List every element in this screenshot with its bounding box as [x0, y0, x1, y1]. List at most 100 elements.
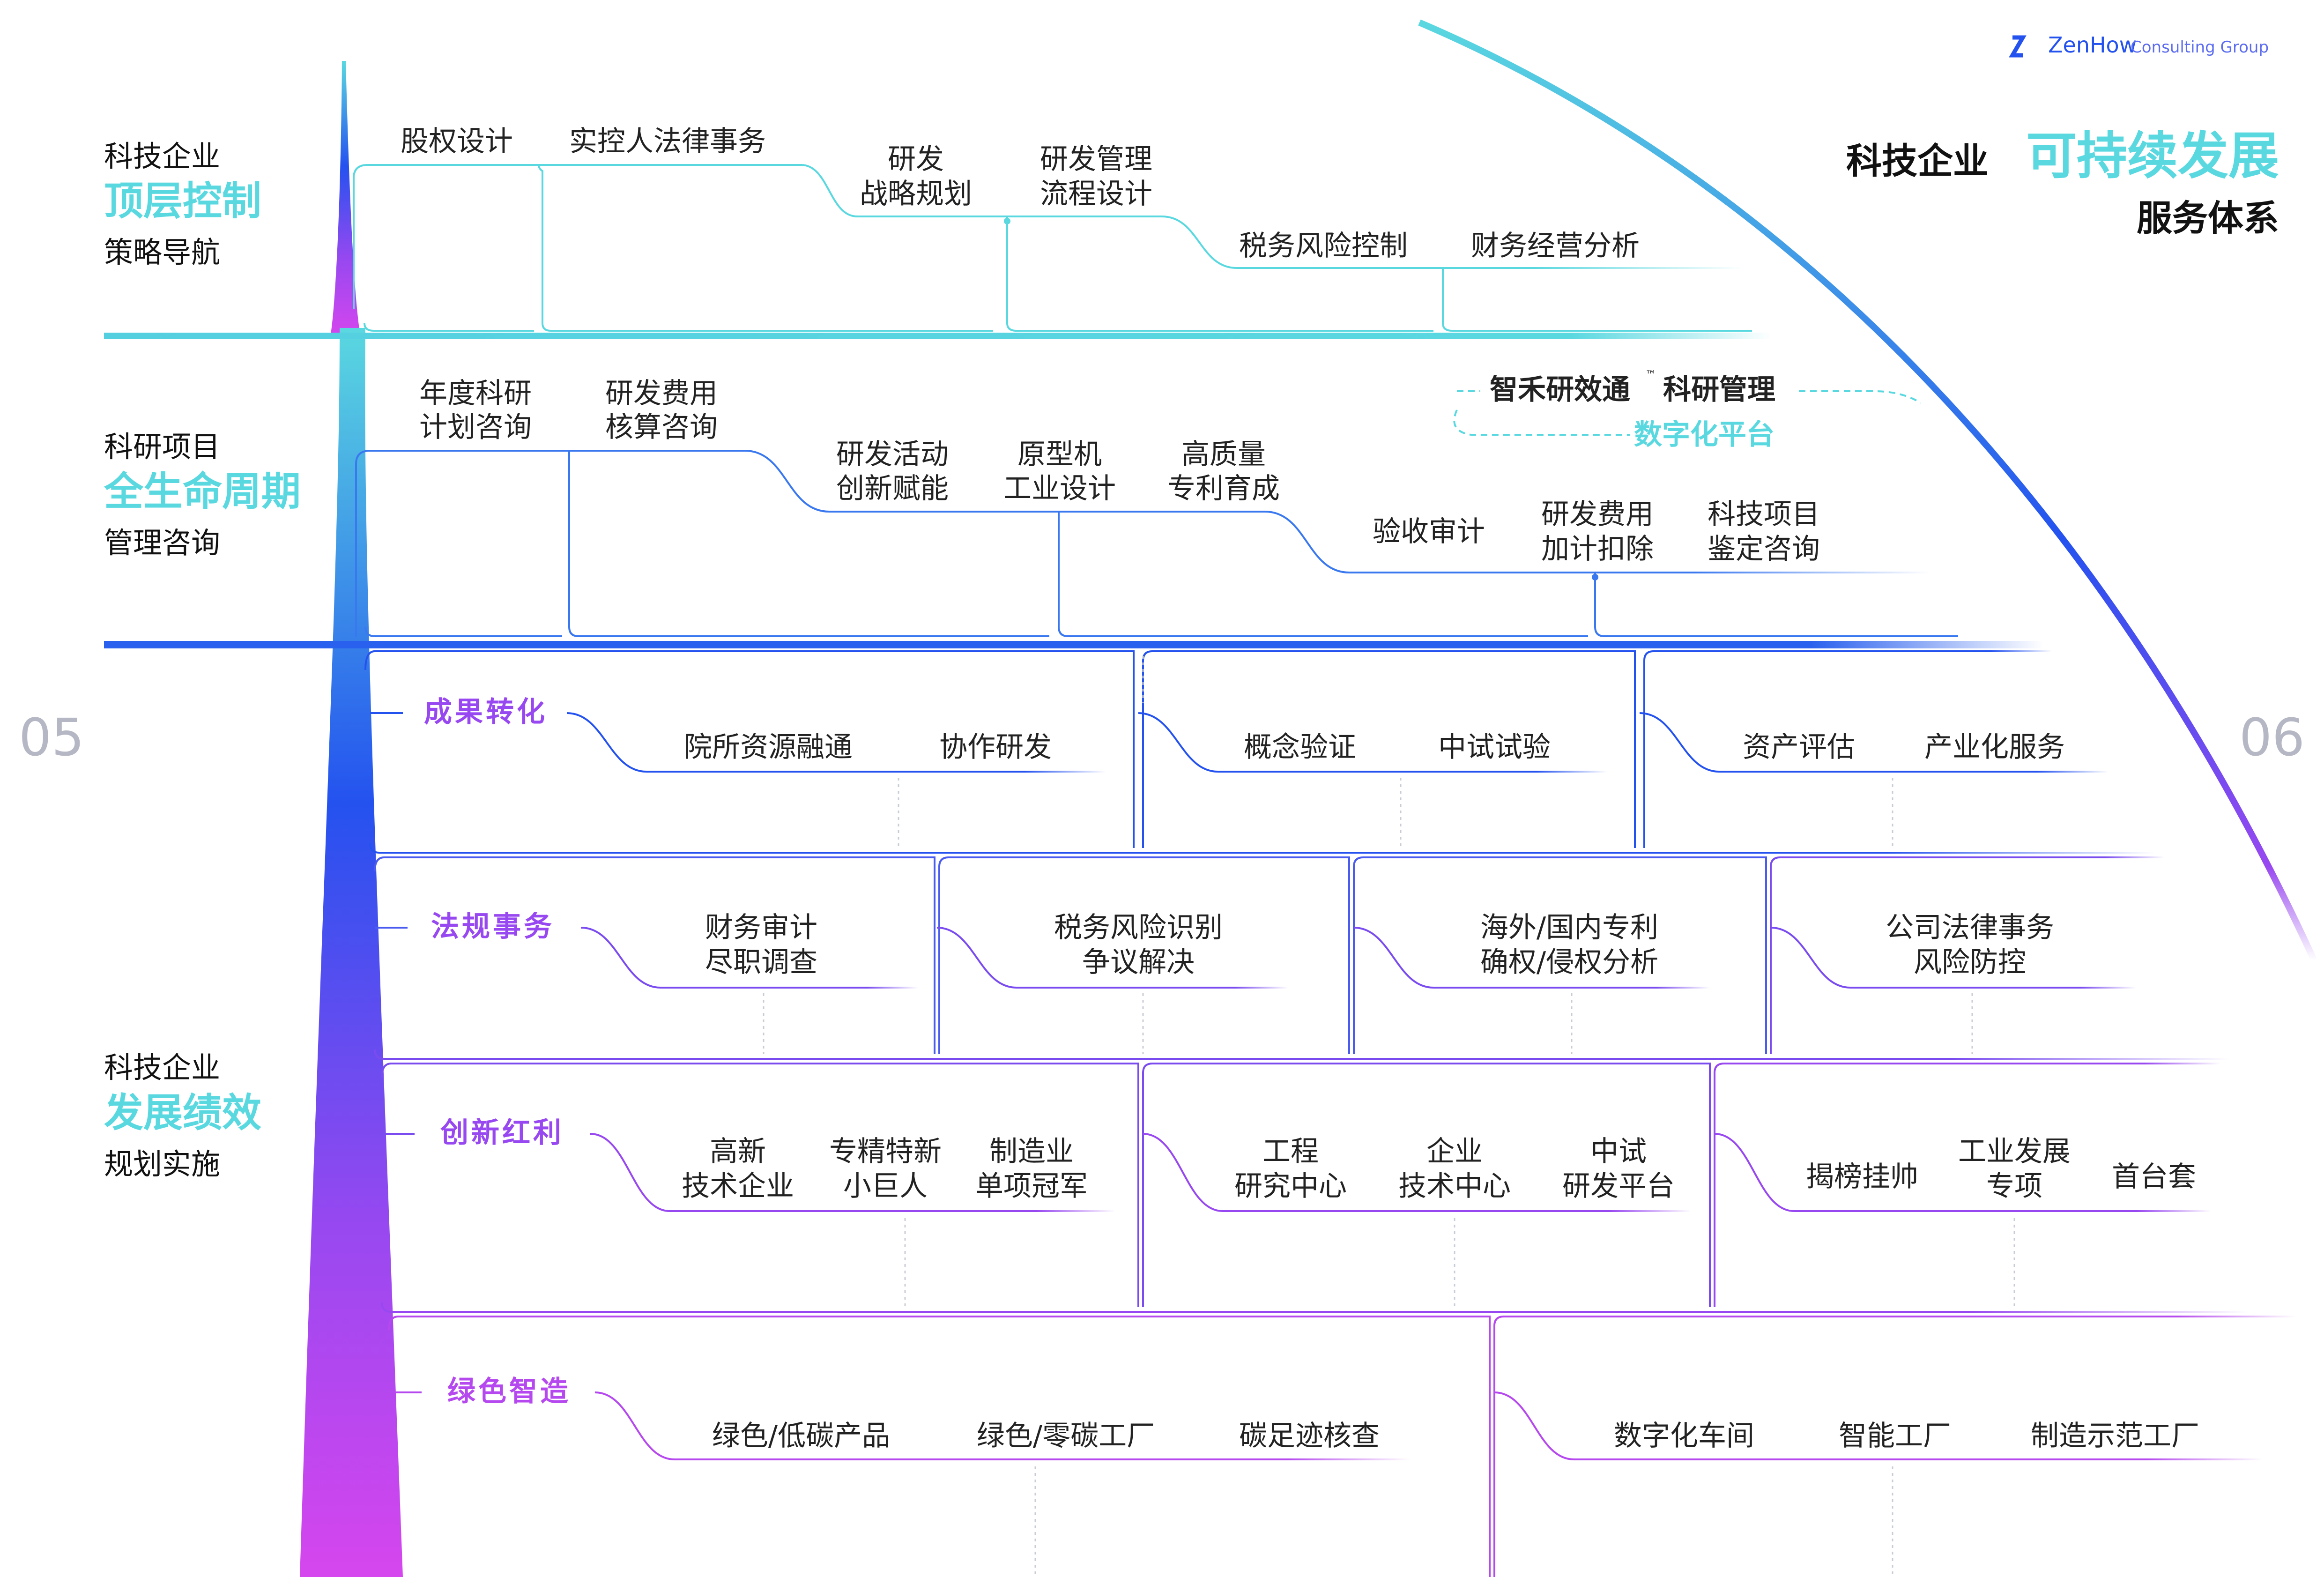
platform-callout-lines: [1453, 390, 1922, 436]
svg-text:科技企业: 科技企业: [104, 139, 220, 173]
platform-suffix: 科研管理: [1663, 373, 1775, 406]
mid-item: 创新赋能: [836, 472, 949, 505]
perf-item: 小巨人: [843, 1170, 928, 1203]
perf-label: 成果转化: [424, 696, 548, 729]
top-items: 股权设计 实控人法律事务 研发 战略规划 研发管理 流程设计 税务风险控制 财务…: [401, 125, 1640, 262]
perf-item: 高新: [710, 1135, 766, 1168]
perf-item: 概念验证: [1244, 731, 1356, 764]
title-prefix: 科技企业: [1846, 140, 1989, 182]
title-suffix: 服务体系: [2137, 197, 2279, 239]
platform-name: 智禾研效通: [1490, 373, 1630, 406]
perf-item: 智能工厂: [1839, 1420, 1951, 1452]
mid-item: 研发费用: [1541, 498, 1654, 531]
perf-item: 企业: [1426, 1135, 1483, 1168]
perf-item: 院所资源融通: [684, 731, 853, 764]
mid-item: 年度科研: [419, 377, 532, 410]
perf-item: 财务审计: [705, 911, 817, 944]
mid-item: 科技项目: [1708, 498, 1820, 531]
top-item: 流程设计: [1040, 178, 1152, 210]
perf-item: 数字化车间: [1614, 1420, 1754, 1452]
perf-row-1-items: 院所资源融通 协作研发 概念验证 中试试验 资产评估 产业化服务: [684, 731, 2065, 764]
svg-text:策略导航: 策略导航: [104, 235, 220, 269]
brand-logo[interactable]: ZenHow Consulting Group: [2009, 32, 2269, 58]
top-item: 税务风险控制: [1239, 230, 1408, 262]
section-label-3: 科技企业 发展绩效 规划实施: [104, 1050, 261, 1181]
top-item: 研发: [888, 143, 944, 176]
perf-item: 资产评估: [1743, 731, 1855, 764]
perf-item: 制造业: [989, 1135, 1074, 1168]
mid-item: 工业设计: [1003, 472, 1116, 505]
perf-item: 碳足迹核查: [1239, 1420, 1380, 1452]
perf-row-4-lines: [388, 1316, 2295, 1577]
mid-item: 专利育成: [1167, 472, 1280, 505]
platform-callout[interactable]: 智禾研效通 ™ 科研管理 数字化平台: [1490, 368, 1775, 451]
mid-item: 研发活动: [836, 438, 949, 471]
svg-text:管理咨询: 管理咨询: [104, 526, 220, 560]
perf-item: 专项: [1986, 1170, 2042, 1203]
platform-tm: ™: [1645, 368, 1656, 381]
mid-item: 核算咨询: [605, 411, 718, 444]
perf-item: 绿色/低碳产品: [712, 1420, 890, 1452]
mid-item: 研发费用: [605, 377, 718, 410]
perf-label: 法规事务: [431, 910, 555, 943]
top-item: 战略规划: [860, 178, 972, 210]
perf-item: 研究中心: [1234, 1170, 1347, 1203]
mid-item: 验收审计: [1373, 515, 1485, 548]
platform-sub: 数字化平台: [1634, 418, 1775, 451]
perf-item: 中试: [1590, 1135, 1647, 1168]
mid-item: 加计扣除: [1541, 533, 1654, 565]
page-number-right: 06: [2239, 707, 2305, 767]
perf-item: 海外/国内专利: [1480, 911, 1658, 944]
perf-item: 研发平台: [1562, 1170, 1675, 1203]
logo-subtext: Consulting Group: [2131, 38, 2269, 57]
junction-dots: [1004, 218, 1598, 580]
perf-item: 公司法律事务: [1886, 911, 2054, 944]
perf-row-4-items: 绿色/低碳产品 绿色/零碳工厂 碳足迹核查 数字化车间 智能工厂 制造示范工厂: [712, 1420, 2199, 1452]
perf-item: 产业化服务: [1924, 731, 2065, 764]
page-header: 科技企业 可持续发展 服务体系: [1846, 127, 2279, 239]
svg-text:顶层控制: 顶层控制: [104, 178, 261, 224]
trunk-top: [330, 61, 361, 337]
perf-label: 绿色智造: [447, 1375, 571, 1408]
svg-text:科研项目: 科研项目: [104, 430, 220, 464]
section-divider-2: [104, 641, 2043, 648]
top-item: 实控人法律事务: [569, 125, 766, 158]
mid-items: 年度科研 计划咨询 研发费用 核算咨询 研发活动 创新赋能 原型机 工业设计 高…: [419, 377, 1820, 565]
perf-row-3-lines: [381, 1063, 2249, 1313]
section-label-2: 科研项目 全生命周期 管理咨询: [104, 430, 301, 560]
perf-item: 工业发展: [1958, 1135, 2071, 1168]
dotted-dividers: [763, 656, 2015, 1577]
perf-item: 技术中心: [1398, 1170, 1511, 1203]
mid-item: 计划咨询: [419, 411, 532, 444]
perf-row-3-items: 高新 技术企业 专精特新 小巨人 制造业 单项冠军 工程 研究中心 企业 技术中…: [682, 1135, 2196, 1203]
section-label-1: 科技企业 顶层控制 策略导航: [104, 139, 261, 269]
mid-item: 鉴定咨询: [1708, 533, 1820, 565]
perf-item: 争议解决: [1082, 946, 1195, 979]
perf-item: 技术企业: [682, 1170, 794, 1203]
perf-item: 确权/侵权分析: [1480, 946, 1658, 979]
mid-item: 原型机: [1017, 438, 1102, 471]
perf-item: 专精特新: [829, 1135, 942, 1168]
logo-mark-icon: [2009, 35, 2027, 58]
title-highlight: 可持续发展: [2026, 127, 2279, 186]
top-branch-lines: [353, 164, 1752, 332]
perf-item: 揭榜挂帅: [1806, 1160, 1918, 1193]
mid-branch-lines: [355, 450, 1958, 638]
perf-item: 制造示范工厂: [2031, 1420, 2199, 1452]
arc-curve: [1418, 19, 2317, 962]
perf-item: 首台套: [2112, 1160, 2196, 1193]
logo-text: ZenHow: [2048, 32, 2137, 58]
top-item: 财务经营分析: [1471, 230, 1640, 262]
perf-item: 风险防控: [1914, 946, 2026, 979]
top-item: 研发管理: [1040, 143, 1152, 176]
perf-item: 税务风险识别: [1054, 911, 1223, 944]
perf-label: 创新红利: [440, 1116, 564, 1149]
page-number-left: 05: [19, 707, 84, 767]
svg-text:科技企业: 科技企业: [104, 1050, 220, 1085]
svg-text:规划实施: 规划实施: [104, 1147, 220, 1181]
perf-row-2-lines: [374, 856, 2230, 1060]
perf-labels: 成果转化 法规事务 创新红利 绿色智造: [424, 696, 571, 1408]
perf-item: 中试试验: [1438, 731, 1551, 764]
section-divider-1: [104, 333, 1772, 339]
perf-item: 绿色/零碳工厂: [977, 1420, 1155, 1452]
